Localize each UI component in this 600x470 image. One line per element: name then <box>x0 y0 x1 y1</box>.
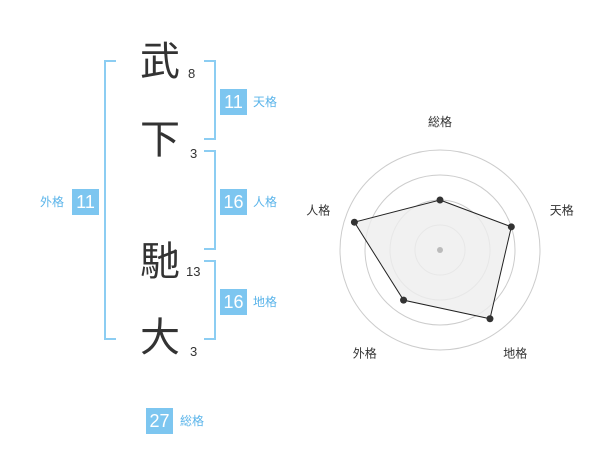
radar-point-3 <box>486 315 494 323</box>
radar-center-dot <box>437 247 443 253</box>
chikaku-bracket <box>204 260 216 340</box>
jinkaku-label: 人格 <box>253 195 278 209</box>
stroke-count-3: 13 <box>186 264 201 279</box>
tenkaku-value: 11 <box>220 89 247 115</box>
radar-point-2 <box>507 223 515 231</box>
radar-axis-label: 天格 <box>550 202 574 217</box>
soukaku-value: 27 <box>146 408 173 434</box>
jinkaku-value: 16 <box>220 189 247 215</box>
soukaku-label: 総格 <box>180 414 205 428</box>
radar-ring <box>364 174 516 326</box>
radar-axis-label: 地格 <box>503 346 527 361</box>
radar-area <box>353 199 512 320</box>
stroke-count-2: 3 <box>190 146 198 161</box>
jinkaku-bracket <box>204 150 216 250</box>
radar-point-1 <box>436 196 444 204</box>
radar-axis-label: 人格 <box>306 202 330 217</box>
stroke-count-1: 8 <box>188 66 196 81</box>
radar-point-4 <box>400 296 408 304</box>
chikaku-value: 16 <box>220 289 247 315</box>
radar-axis-label: 外格 <box>353 346 377 361</box>
stroke-count-4: 3 <box>190 344 198 359</box>
chikaku-label: 地格 <box>253 295 278 309</box>
tenkaku-label: 天格 <box>253 95 278 109</box>
name-char-3: 馳 <box>140 239 180 285</box>
name-char-4: 大 <box>140 315 180 361</box>
gaikaku-value: 11 <box>72 189 99 215</box>
radar-point-5 <box>350 218 358 226</box>
name-char-1: 武 <box>140 39 180 85</box>
radar-ring <box>339 149 541 351</box>
gaikaku-label: 外格 <box>40 195 65 209</box>
name-char-2: 下 <box>140 117 180 163</box>
tenkaku-bracket <box>204 60 216 140</box>
gaikaku-bracket <box>104 60 116 340</box>
radar-axis-label: 総格 <box>428 114 452 129</box>
